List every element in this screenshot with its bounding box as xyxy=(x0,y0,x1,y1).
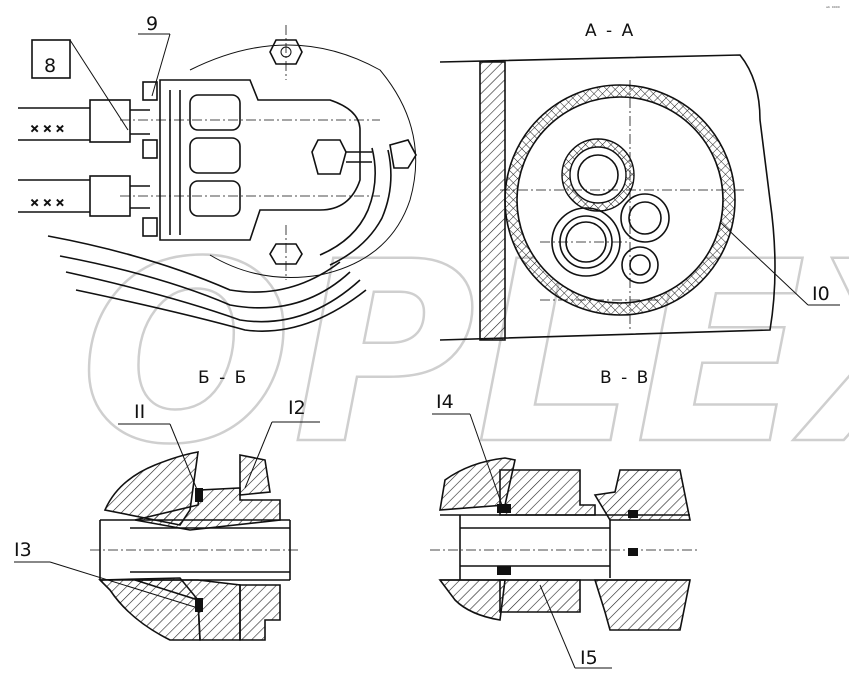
callout-15-label: I5 xyxy=(580,647,598,669)
corner-mark: ᵃᵇ ⁰⁰⁰⁰ xyxy=(826,6,840,12)
callout-10: I0 xyxy=(719,221,840,306)
callout-14: I4 xyxy=(432,391,504,509)
section-aa-view xyxy=(439,54,776,341)
assembly-view: × × × × × × xyxy=(18,25,417,332)
callout-9: 9 xyxy=(138,13,171,97)
svg-text:× × ×: × × × xyxy=(30,122,65,135)
callout-11: II xyxy=(118,401,199,493)
callout-14-label: I4 xyxy=(436,391,454,413)
section-vv-title: В - В xyxy=(600,368,650,388)
section-aa-title: А - А xyxy=(585,21,635,41)
section-bb-title: Б - Б xyxy=(198,368,248,388)
callout-8-label: 8 xyxy=(44,55,56,77)
section-bb-view xyxy=(90,451,300,641)
callout-9-label: 9 xyxy=(146,13,158,35)
callout-11-label: II xyxy=(134,401,145,423)
callout-12-label: I2 xyxy=(288,397,306,419)
callout-13-label: I3 xyxy=(14,539,32,561)
callout-10-label: I0 xyxy=(812,283,830,305)
callout-15: I5 xyxy=(539,584,612,669)
callout-12: I2 xyxy=(244,397,320,489)
callout-13: I3 xyxy=(14,539,199,609)
callout-8: 8 xyxy=(31,39,129,131)
svg-text:× × ×: × × × xyxy=(30,196,65,209)
section-vv-view xyxy=(430,457,700,631)
